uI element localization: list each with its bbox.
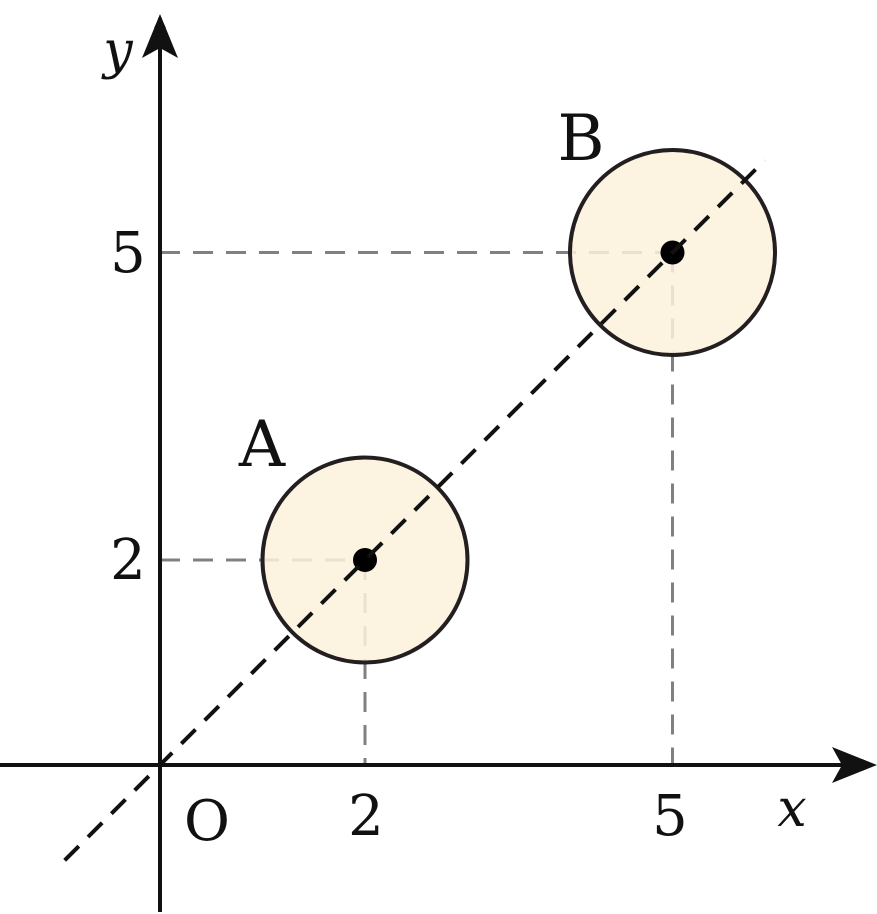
point-b-label: B bbox=[557, 102, 604, 176]
y-tick-5: 5 bbox=[110, 221, 146, 286]
x-axis-label: x bbox=[777, 779, 806, 839]
origin-label: O bbox=[184, 789, 230, 854]
y-tick-2: 2 bbox=[110, 528, 146, 593]
y-axis-arrowhead bbox=[142, 14, 178, 58]
x-tick-5: 5 bbox=[652, 784, 688, 849]
x-axis-arrowhead bbox=[832, 747, 877, 783]
x-tick-2: 2 bbox=[348, 784, 384, 849]
point-a-label: A bbox=[238, 408, 286, 482]
diagonal-line-y-equals-x bbox=[63, 158, 767, 862]
y-axis-label: y bbox=[101, 21, 133, 81]
